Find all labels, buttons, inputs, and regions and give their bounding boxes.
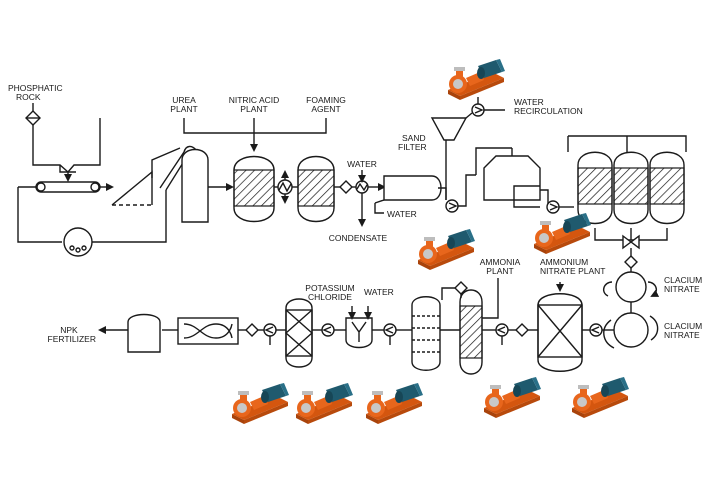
label-water-1: WATER — [347, 159, 377, 169]
centrifugal-pump-icon — [484, 377, 541, 418]
label-condensate: CONDENSATE — [328, 233, 388, 243]
label-water-3: WATER — [364, 287, 394, 297]
hopper — [32, 118, 101, 173]
diamond-valve-3 — [515, 323, 529, 337]
evaporator — [383, 175, 442, 201]
ammonium-nitrate-reactor — [537, 293, 583, 372]
inclined-screen — [111, 170, 153, 206]
settling-tank — [483, 155, 541, 201]
label-phosphatic-rock: PHOSPHATIC ROCK — [8, 83, 63, 102]
tray-column — [411, 296, 441, 371]
sand-filter — [430, 117, 468, 141]
diamond-valve-5 — [245, 323, 259, 337]
storage-silo — [181, 148, 209, 223]
rotary-drum-2 — [613, 312, 649, 348]
three-way-valve — [622, 234, 640, 250]
centrifugal-pump-icon — [448, 59, 505, 100]
diamond-valve-2 — [624, 255, 638, 269]
centrifugal-pump-icon — [534, 213, 591, 254]
centrifugal-pump-icon — [572, 377, 629, 418]
packed-column — [285, 298, 313, 368]
granulator — [177, 317, 239, 345]
rotary-drum-1 — [615, 271, 647, 303]
product-tank — [127, 313, 161, 353]
diamond-valve-4 — [454, 281, 468, 295]
centrifugal-pump-icon — [232, 383, 289, 424]
centrifugal-pump-icon — [296, 383, 353, 424]
centrifugal-pump-icon — [418, 229, 475, 270]
centrifugal-pump-icon — [366, 383, 423, 424]
diamond-valve-1 — [339, 180, 353, 194]
label-water-2: WATER — [387, 209, 417, 219]
